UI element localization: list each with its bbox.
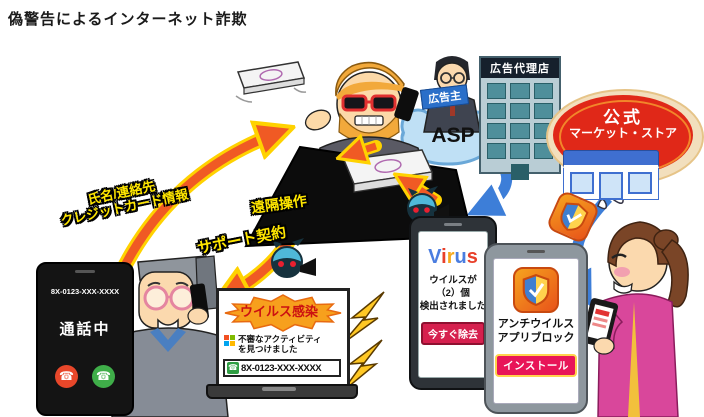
laptop-touchpad [262, 387, 296, 391]
antivirus-app-icon [513, 267, 559, 313]
virus-imp-icon [271, 238, 316, 278]
asp-cloud-label: ASP [431, 124, 475, 147]
store-badge-title: 公式 [603, 108, 643, 127]
woman-user-illustration [581, 193, 689, 417]
phone-speaker [527, 250, 545, 253]
antivirus-app-name: アンチウイルス アプリブロック [497, 318, 575, 344]
antivirus-install-phone: アンチウイルス アプリブロック インストール [484, 243, 588, 414]
agency-sign: 広告代理店 [481, 58, 559, 78]
storefront [563, 150, 659, 200]
storefront-awning [563, 150, 659, 168]
hangup-button[interactable]: ☎ [55, 365, 78, 388]
warning-phone-number: ☎ 8X-0123-XXX-XXXX [223, 359, 341, 377]
ad-agency-building: 広告代理店 [479, 56, 561, 180]
store-badge-subtitle: マーケット・ストア [568, 126, 677, 140]
virus-brand-text: Virus [428, 246, 478, 268]
shield-icon [560, 202, 589, 231]
antivirus-screen: アンチウイルス アプリブロック インストール [493, 258, 579, 404]
answer-button[interactable]: ☎ [92, 365, 115, 388]
remove-now-button[interactable]: 今すぐ除去 [421, 322, 485, 346]
shield-icon [522, 274, 550, 306]
windows-logo-icon [224, 335, 235, 346]
warning-message: 不審なアクティビティ を見つけました [224, 334, 322, 354]
building-door [511, 164, 529, 180]
phone-speaker [444, 223, 462, 226]
laptop-base [206, 384, 358, 399]
install-button[interactable]: インストール [495, 353, 577, 377]
fake-warning-screen: ウイルス感染 不審なアクティビティ を見つけました ☎ 8X-0123-XXX-… [216, 288, 350, 390]
phone-speaker [75, 270, 95, 273]
victim-call-phone: 8X-0123-XXX-XXXX 通話中 ☎ ☎ [36, 262, 134, 416]
caller-number: 8X-0123-XXX-XXXX [50, 287, 120, 296]
page-title: 偽警告によるインターネット詐欺 [8, 11, 248, 28]
warning-headline: ウイルス感染 [239, 304, 318, 319]
virus-detected-message: ウイルスが （2）個 検出されました [419, 275, 487, 312]
call-status: 通話中 [59, 321, 111, 338]
downloading-app-icon [545, 189, 601, 245]
elderly-victim-illustration [111, 255, 229, 417]
building-windows [481, 78, 559, 164]
storefront-wall [563, 168, 659, 200]
virus-alert-screen: Virus ウイルスが （2）個 検出されました 今すぐ除去 [418, 231, 488, 378]
money-stack-icon [235, 61, 307, 103]
phone-icon: ☎ [227, 362, 239, 374]
virus-alert-phone: Virus ウイルスが （2）個 検出されました 今すぐ除去 [409, 216, 497, 390]
